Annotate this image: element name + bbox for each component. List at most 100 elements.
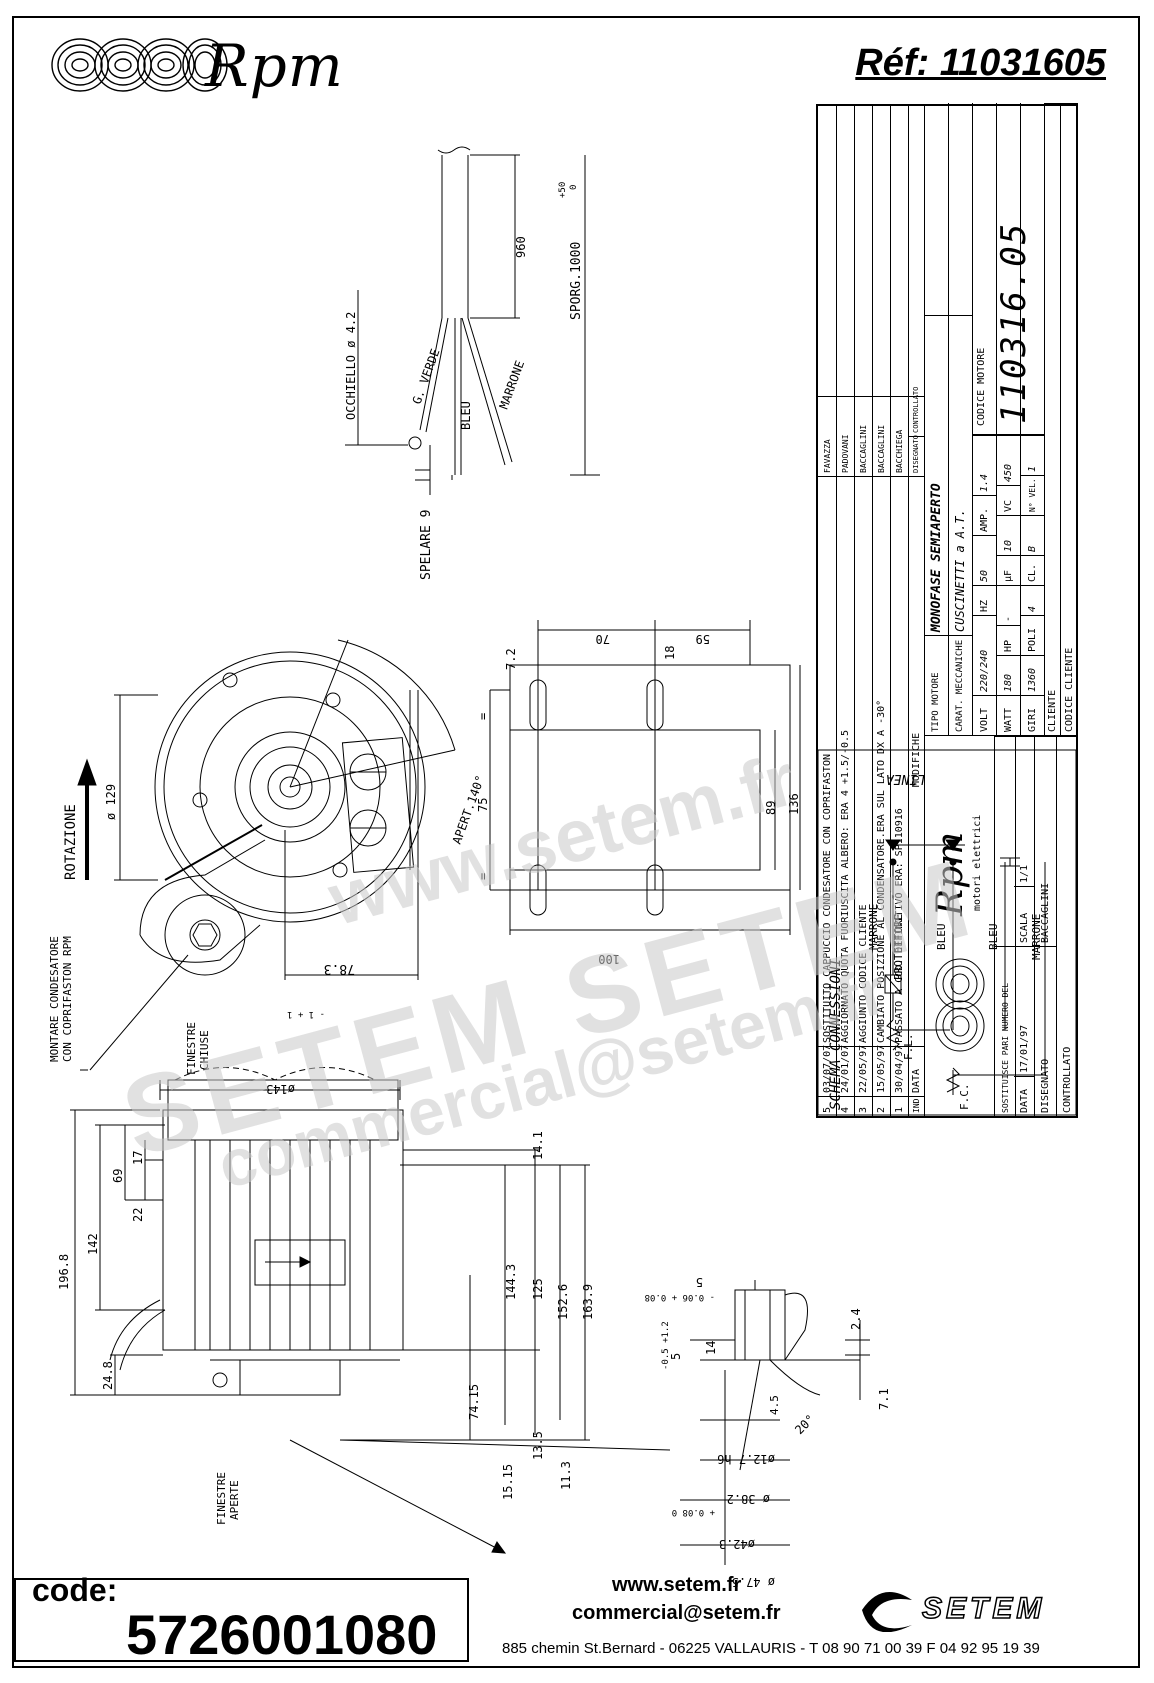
ind-header: IND [908,1096,924,1116]
giri-value: 1360 [1020,655,1044,695]
tb-rpm-sub: motori elettrici [972,814,983,911]
rev-n: 1 [890,1096,908,1116]
side-d69: 69 [111,1169,125,1183]
rev-n: 2 [872,1096,890,1116]
rev-n: 4 [836,1096,854,1116]
bracket-d59: 59 [696,632,710,646]
footer: code: 5726001080 www.setem.fr commercial… [12,1570,1140,1668]
shaft-d45: 4.5 [768,1395,781,1415]
side-d1526: 152.6 [556,1284,570,1320]
data-value: 17/01/97 [1014,946,1034,1076]
schema-protettore: PROTETTORE [892,914,905,980]
rpm-logo [51,38,228,92]
schema-fl: F.L. [902,1034,915,1061]
side-d125: 125 [531,1278,545,1300]
side-view-motor [70,1067,671,1554]
side-d22: 22 [131,1208,145,1222]
rev-by: PADOVANI [836,396,854,476]
email-link[interactable]: commercial@setem.fr [572,1602,781,1624]
sostituisce-label: SOSTITUISCE PARI NUMERO DEL [995,946,1015,1116]
d129-label: ø 129 [104,784,118,820]
rev-n: 3 [854,1096,872,1116]
schema-bleu-1: BLEU [935,924,948,951]
cable-drawing [345,146,600,495]
sporg-label: SPORG.1000 [569,242,584,320]
cl-value: B [1020,515,1044,555]
side-d1639: 163.9 [581,1284,595,1320]
rev-date: 24/01/07 [836,1045,854,1096]
shaft-d475: ø 47.5 [732,1575,775,1589]
marrone-label: MARRONE [497,359,527,411]
hz-label: HZ [972,585,996,615]
rev-date: 03/07/07 [818,1045,836,1096]
finestre-aperte-2: APERTE [228,1480,241,1520]
address: 885 chemin St.Bernard - 06225 VALLAURIS … [502,1640,1040,1657]
shaft-d382-tol: + 0.08 0 [672,1507,715,1517]
code-value: 5726001080 [126,1603,438,1666]
shaft-d423: ø42.3 [719,1537,755,1551]
rev-date: 15/05/97 [872,1045,890,1096]
disegnato-value: BACCAGLINI [1034,736,1056,946]
shaft-d5-tol: - 0.06 + 0.08 [645,1292,715,1302]
bracket-view [489,620,801,935]
revision-row: 2 15/05/97 CAMBIATO POSIZIONE AL CONDENS… [872,106,891,1116]
rev-date: 30/04/97 [890,1045,908,1096]
watt-value: 180 [996,655,1020,695]
watt-label: WATT [996,695,1020,735]
bracket-d136: 136 [787,793,801,815]
finestre-aperte-1: FINESTRE [215,1472,228,1525]
bracket-d100: 100 [598,952,620,966]
bracket-d70: 70 [596,632,610,646]
bracket-d75: 75 [476,798,490,812]
amp-value: 1.4 [972,435,996,495]
codice-motore-box: CODICE MOTORE 110316.05 [972,102,1044,435]
code-box: code: 5726001080 [14,1572,469,1666]
nvel-label: N° VEL. [1020,475,1044,515]
rev-desc: SOSTITUITO CAPPUCCIO CONDESATORE CON COP… [818,476,836,1046]
side-d143: ø143 [266,1082,295,1096]
rev-n: 5 [818,1096,836,1116]
poli-value: 4 [1020,585,1044,615]
side-d135: 13.5 [531,1431,545,1460]
modifiche-header: MODIFICHE [908,476,924,1046]
rev-desc: AGGIORNATO QUOTA FUORIUSCITA ALBERO: ERA… [836,476,854,1046]
setem-logo: SETEM [862,1591,1042,1632]
rev-date: 22/05/97 [854,1045,872,1096]
side-d1443: 144.3 [504,1264,518,1300]
rpm-drawing-info: Rpm motori elettrici SOSTITUISCE PARI NU… [924,736,1078,1116]
scala-label: SCALA [1014,886,1034,946]
side-d113: 11.3 [559,1461,573,1490]
side-d141: 14.1 [531,1131,545,1160]
cl-label: CL. [1020,555,1044,585]
shaft-d382: ø 38.2 [727,1492,770,1506]
carat-label: CARAT. MECCANICHE [948,635,972,735]
bracket-d89: 89 [764,801,778,815]
tb-rpm-logo [935,958,985,1052]
rev-desc: CAMBIATO POSIZIONE AL CONDENSATORE.ERA S… [872,476,890,1046]
cliente-label: CLIENTE [1044,103,1060,735]
vc-label: VC [996,485,1020,515]
revision-row: 4 24/01/07 AGGIORNATO QUOTA FUORIUSCITA … [836,106,855,1116]
rotazione-label: ROTAZIONE [63,804,79,880]
rev-by: BACCAGLINI [872,396,890,476]
rev-by: FAVAZZA [818,396,836,476]
carat-value: CUSCINETTI a A.T. [948,315,972,635]
revision-row: 3 22/05/97 AGGIUNTO CODICE CLIENTE BACCA… [854,106,873,1116]
shaft-d14: 14 [704,1341,718,1355]
schema-bleu-2: BLEU [987,924,1000,951]
dim-783: 78.3 [324,961,355,976]
data-header: DATA [908,1046,924,1096]
side-d17: 17 [131,1151,145,1165]
schema-marrone-2: MARRONE [1030,914,1043,960]
website-link[interactable]: www.setem.fr [612,1574,742,1596]
title-block: 5 03/07/07 SOSTITUITO CAPPUCCIO CONDESAT… [816,102,1078,1118]
shaft-d71: 7.1 [877,1388,891,1410]
disegnato-label: DISEGNATO [1034,946,1056,1116]
uf-label: µF [996,555,1020,585]
disegnato-header: DISEGNATO [908,435,924,476]
rev-by: BACCAGLINI [854,396,872,476]
rotation-arrow [77,758,97,880]
volt-label: VOLT [972,695,996,735]
codice-motore-value: 110316.05 [994,221,1034,424]
